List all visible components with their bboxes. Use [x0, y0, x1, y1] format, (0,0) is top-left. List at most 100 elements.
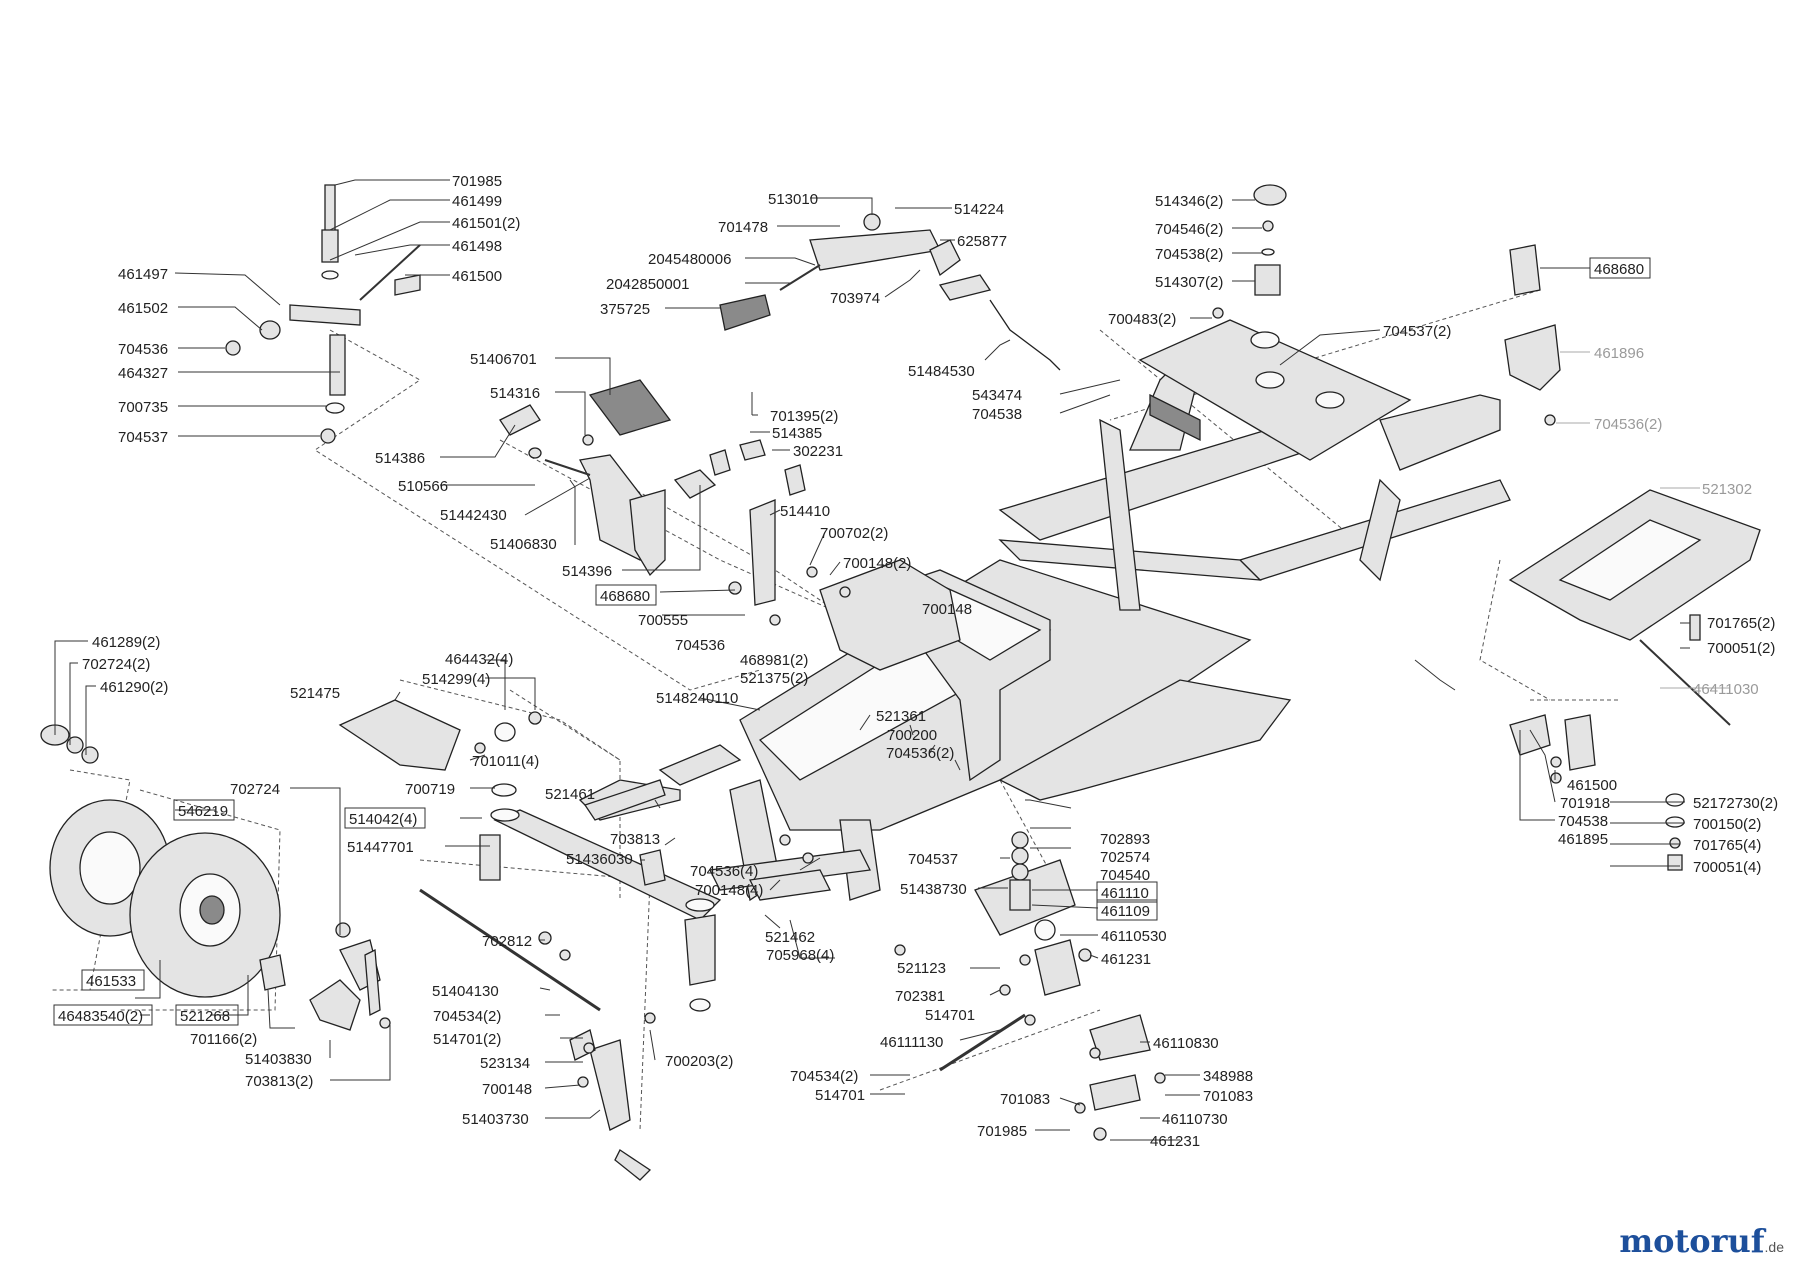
- part-label-box: [344, 807, 426, 829]
- part-label: 701395(2): [770, 408, 838, 425]
- part-label: 302231: [793, 443, 843, 460]
- part-label: 51438730: [900, 881, 967, 898]
- part-label-box: [595, 584, 657, 606]
- part-label: 514701: [925, 1007, 975, 1024]
- part-label: 52172730(2): [1693, 795, 1778, 812]
- part-label: 521123: [897, 960, 946, 977]
- part-label: 461502: [118, 300, 168, 317]
- part-label: 461290(2): [100, 679, 168, 696]
- part-label: 51406701: [470, 351, 537, 368]
- part-label: 521475: [290, 685, 340, 702]
- part-label: 703813: [610, 831, 660, 848]
- part-label: 704534(2): [433, 1008, 501, 1025]
- part-label-box: [1589, 257, 1651, 279]
- part-label: 701478: [718, 219, 768, 236]
- part-label: 464432(4): [445, 651, 513, 668]
- part-label: 704540: [1100, 867, 1150, 884]
- part-label: 461497: [118, 266, 168, 283]
- part-label: 704538: [972, 406, 1022, 423]
- part-label: 461501(2): [452, 215, 520, 232]
- part-label: 704537(2): [1383, 323, 1451, 340]
- part-label: 521375(2): [740, 670, 808, 687]
- part-label: 543474: [972, 387, 1022, 404]
- part-label: 514410: [780, 503, 830, 520]
- part-label: 468981(2): [740, 652, 808, 669]
- part-label: 510566: [398, 478, 448, 495]
- part-label: 701166(2): [190, 1031, 257, 1048]
- part-label: 700148(2): [843, 555, 911, 572]
- part-label: 700148(4): [695, 882, 763, 899]
- part-label: 51436030: [566, 851, 633, 868]
- part-label: 703813(2): [245, 1073, 313, 1090]
- part-label: 546219: [178, 803, 228, 820]
- part-label: 51403830: [245, 1051, 312, 1068]
- part-label: 702812: [482, 933, 532, 950]
- part-label: 46110830: [1153, 1035, 1219, 1052]
- part-label: 521361: [876, 708, 926, 725]
- part-label-box: [53, 1004, 153, 1026]
- part-label: 461533: [86, 973, 136, 990]
- part-label-box: [1096, 881, 1158, 903]
- part-label: 704538(2): [1155, 246, 1223, 263]
- part-label: 2045480006: [648, 251, 731, 268]
- part-label: 704536: [118, 341, 168, 358]
- logo-tld: .de: [1764, 1239, 1784, 1255]
- part-label: 514396: [562, 563, 612, 580]
- part-label: 5148240110: [656, 690, 738, 707]
- part-label: 702724(2): [82, 656, 150, 673]
- part-label: 700051(4): [1693, 859, 1761, 876]
- part-label: 348988: [1203, 1068, 1253, 1085]
- part-label: 700735: [118, 399, 168, 416]
- part-label: 701985: [452, 173, 502, 190]
- motoruf-logo: motoruf.de: [1619, 1222, 1784, 1260]
- part-label: 46411030: [1693, 681, 1759, 698]
- part-label: 464327: [118, 365, 168, 382]
- part-label: 704537: [118, 429, 168, 446]
- part-label: 702724: [230, 781, 280, 798]
- part-label: 521462: [765, 929, 815, 946]
- part-label: 46110530: [1101, 928, 1167, 945]
- part-label: 514307(2): [1155, 274, 1223, 291]
- part-label: 704536(2): [1594, 416, 1662, 433]
- part-label-box: [1096, 899, 1158, 921]
- logo-text: motoruf: [1619, 1222, 1765, 1260]
- part-label: 704536: [675, 637, 725, 654]
- part-label: 514701: [815, 1087, 865, 1104]
- part-label: 468680: [600, 588, 650, 605]
- part-label: 514299(4): [422, 671, 490, 688]
- part-label: 461289(2): [92, 634, 160, 651]
- part-label: 461109: [1101, 903, 1150, 920]
- part-label: 514224: [954, 201, 1004, 218]
- part-label: 468680: [1594, 261, 1644, 278]
- part-label: 51447701: [347, 839, 414, 856]
- part-label: 514042(4): [349, 811, 417, 828]
- part-label: 51484530: [908, 363, 975, 380]
- part-label: 514386: [375, 450, 425, 467]
- part-label: 700555: [638, 612, 688, 629]
- part-label-box: [173, 799, 235, 821]
- part-label: 704538: [1558, 813, 1608, 830]
- part-label: 704534(2): [790, 1068, 858, 1085]
- part-label: 701985: [977, 1123, 1027, 1140]
- part-label: 51404130: [432, 983, 499, 1000]
- part-label: 700150(2): [1693, 816, 1761, 833]
- part-label: 461498: [452, 238, 502, 255]
- part-label: 46483540(2): [58, 1008, 143, 1025]
- part-label: 703974: [830, 290, 880, 307]
- part-label: 701083: [1000, 1091, 1050, 1108]
- part-label: 513010: [768, 191, 818, 208]
- part-label: 514385: [772, 425, 822, 442]
- part-label: 461895: [1558, 831, 1608, 848]
- part-label: 704536(4): [690, 863, 758, 880]
- part-label: 46111130: [880, 1034, 943, 1051]
- front-axle-assembly: [339, 744, 1081, 1181]
- part-label: 521268: [180, 1008, 230, 1025]
- part-label: 700148: [922, 601, 972, 618]
- part-label: 461231: [1101, 951, 1151, 968]
- part-label: 461110: [1101, 885, 1149, 902]
- part-label: 702574: [1100, 849, 1150, 866]
- part-label: 701011(4): [472, 753, 539, 770]
- part-label: 700719: [405, 781, 455, 798]
- part-label: 514316: [490, 385, 540, 402]
